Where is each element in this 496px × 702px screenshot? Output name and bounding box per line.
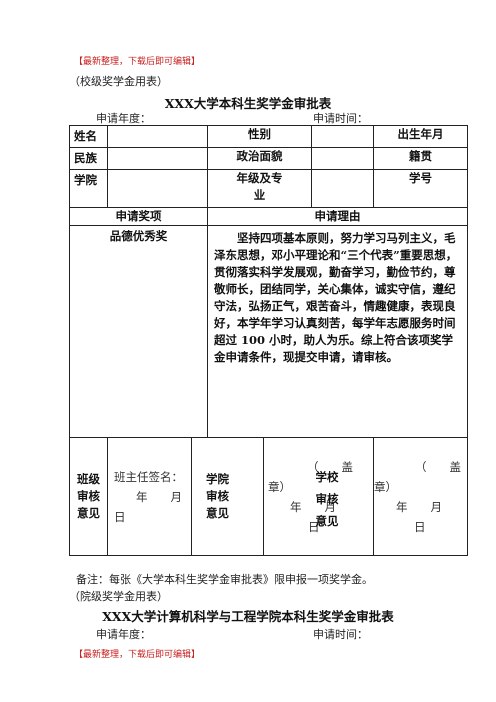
label-politics: 政治面貌 bbox=[207, 147, 312, 170]
form1-level: （校级奖学金用表） bbox=[69, 75, 168, 88]
school-review-date: 年 月 bbox=[396, 499, 442, 514]
form1-apply-time: 申请时间： bbox=[313, 112, 368, 125]
college-stamp: （ 盖 bbox=[307, 459, 353, 474]
form2-level: （院级奖学金用表） bbox=[69, 590, 168, 603]
class-review-label-3: 意见 bbox=[77, 506, 100, 520]
label-birth: 出生年月 bbox=[373, 125, 468, 148]
value-politics[interactable] bbox=[311, 147, 374, 170]
header-note: 【最新整理，下载后即可编辑】 bbox=[74, 57, 201, 67]
college-stamp-2: 章） bbox=[268, 479, 291, 494]
class-review-date: 年 月 bbox=[136, 489, 182, 504]
label-gender: 性别 bbox=[207, 125, 312, 148]
award-value: 品德优秀奖 bbox=[69, 225, 208, 438]
class-review-day: 日 bbox=[114, 509, 126, 524]
class-review-label-2: 审核 bbox=[77, 489, 100, 503]
college-review-date: 年 月 bbox=[290, 499, 336, 514]
label-student-id: 学号 bbox=[373, 169, 468, 208]
label-native: 籍贯 bbox=[373, 147, 468, 170]
college-review-label-3: 意见 bbox=[206, 506, 229, 520]
form1-table: 姓名 性别 出生年月 民族 政治面貌 籍贯 学院 年级及专 业 学号 申请奖项 … bbox=[69, 125, 468, 556]
school-review-label-1: 学校 bbox=[315, 470, 339, 484]
college-review-day: 日 bbox=[308, 519, 320, 534]
school-review-day: 日 bbox=[414, 519, 426, 534]
class-review-label-1: 班级 bbox=[77, 472, 100, 486]
form2-title: XXX大学计算机科学与工程学院本科生奖学金审批表 bbox=[102, 609, 394, 624]
class-teacher-sign: 班主任签名： bbox=[114, 469, 183, 484]
label-ethnicity: 民族 bbox=[69, 147, 108, 170]
label-reason-header: 申请理由 bbox=[207, 207, 468, 226]
school-stamp: （ 盖 bbox=[415, 459, 461, 474]
label-name: 姓名 bbox=[69, 125, 108, 148]
value-grade-major[interactable] bbox=[311, 169, 374, 208]
value-ethnicity[interactable] bbox=[107, 147, 208, 170]
label-college: 学院 bbox=[69, 169, 108, 208]
school-stamp-2: 章） bbox=[374, 479, 397, 494]
label-award-header: 申请奖项 bbox=[69, 207, 208, 226]
value-name[interactable] bbox=[107, 125, 208, 148]
reason-text: 坚持四项基本原则，努力学习马列主义，毛泽东思想，邓小平理论和“三个代表”重要思想… bbox=[207, 225, 468, 438]
form1-title: XXX大学本科生奖学金审批表 bbox=[164, 96, 332, 111]
form2-apply-year: 申请年度： bbox=[96, 628, 151, 641]
class-review-label: 班级 审核 意见 bbox=[69, 437, 108, 556]
label-grade-major-line2: 业 bbox=[253, 188, 266, 202]
value-gender[interactable] bbox=[311, 125, 374, 148]
school-review-label-3: 意见 bbox=[315, 514, 339, 528]
value-college[interactable] bbox=[107, 169, 208, 208]
label-grade-major-line1: 年级及专 bbox=[236, 171, 283, 185]
college-review-label: 学院 审核 意见 bbox=[191, 437, 264, 556]
college-review-label-2: 审核 bbox=[206, 489, 229, 503]
form1-apply-year: 申请年度： bbox=[96, 112, 151, 125]
college-review-stamp-cell[interactable]: （ 盖 章） 年 月 日 bbox=[263, 437, 374, 556]
form1-remark: 备注：每张《大学本科生奖学金审批表》限申报一项奖学金。 bbox=[76, 573, 373, 586]
label-grade-major: 年级及专 业 bbox=[207, 169, 312, 208]
form2-apply-time: 申请时间： bbox=[313, 628, 368, 641]
class-review-sign-cell[interactable]: 班主任签名： 年 月 日 bbox=[107, 437, 192, 556]
school-review-cell[interactable]: 学校 审核 意见 （ 盖 章） 年 月 日 bbox=[316, 437, 468, 556]
footer-note: 【最新整理，下载后即可编辑】 bbox=[74, 650, 201, 660]
college-review-label-1: 学院 bbox=[206, 472, 229, 486]
school-review-label-2: 审核 bbox=[315, 492, 339, 506]
school-review-label: 学校 审核 意见 bbox=[312, 466, 342, 532]
